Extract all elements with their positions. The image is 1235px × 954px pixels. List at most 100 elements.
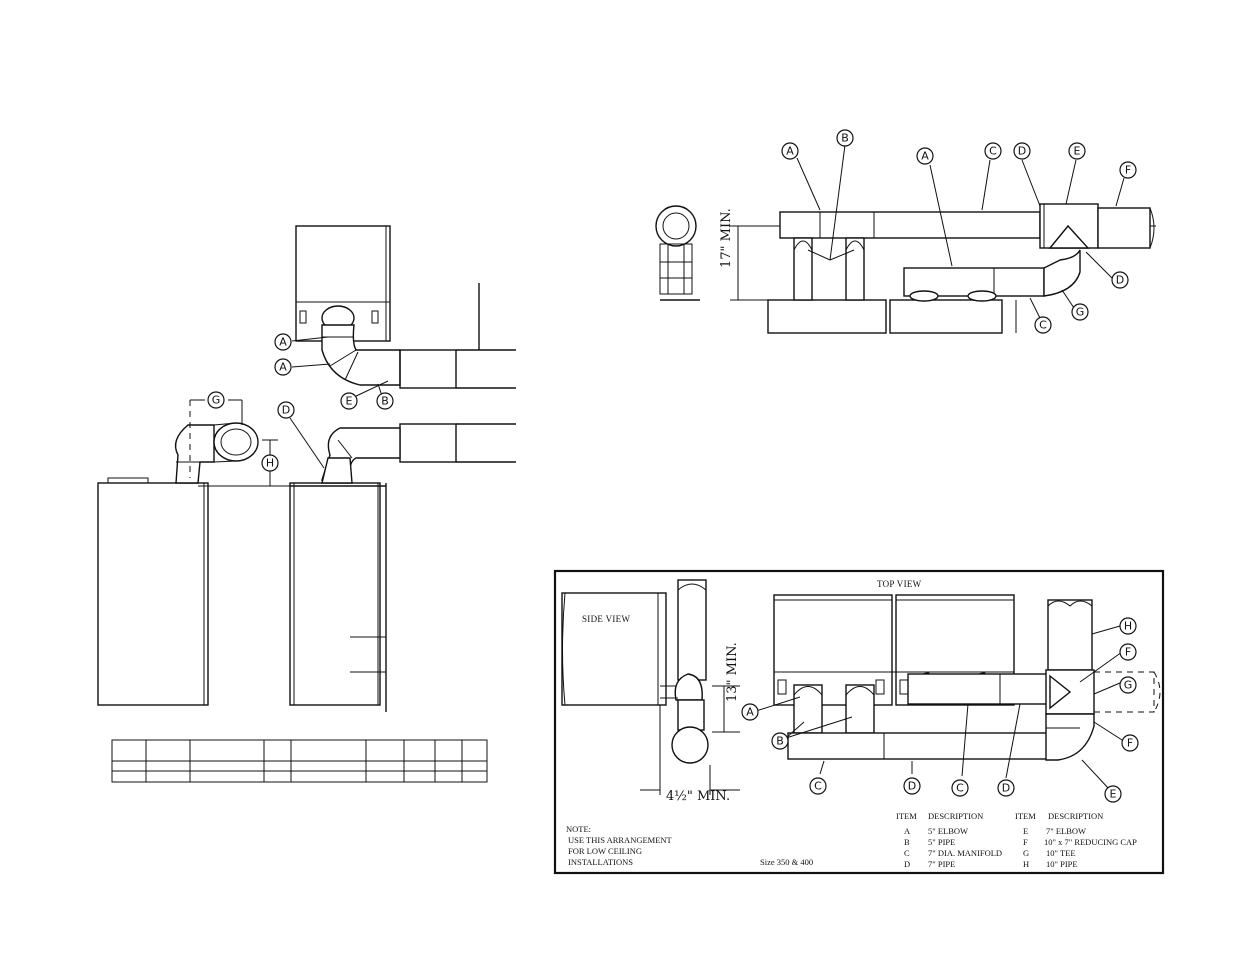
callout-lr-e: E: [1104, 785, 1122, 803]
pipe-h: [1047, 599, 1093, 671]
lower-right-callouts: A B C D C D E F F G H: [741, 617, 1139, 803]
parts-row-item: D: [904, 859, 910, 869]
upper-manifold-pipe: [779, 211, 1041, 239]
svg-text:F: F: [1125, 646, 1131, 659]
parts-header-desc-1: DESCRIPTION: [928, 811, 983, 821]
svg-text:D: D: [1002, 782, 1010, 795]
callout-left-e: E: [340, 392, 358, 410]
side-view-heater: [561, 592, 667, 706]
callout-ur-c2: C: [1034, 316, 1052, 334]
callout-lr-g: G: [1119, 676, 1137, 694]
svg-text:A: A: [921, 150, 929, 163]
upper-right-callouts: A B A C D E F D G C: [781, 129, 1137, 334]
svg-text:INSTALLATIONS: INSTALLATIONS: [568, 857, 633, 867]
parts-header-desc-2: DESCRIPTION: [1048, 811, 1103, 821]
parts-row-item: F: [1023, 837, 1028, 847]
svg-text:G: G: [1124, 679, 1133, 692]
callout-ur-g: G: [1071, 303, 1089, 321]
upper-right-assembly: [655, 144, 1160, 334]
dim-17-min: 17" MIN.: [719, 208, 734, 268]
parts-row-item: C: [904, 848, 910, 858]
svg-text:E: E: [1074, 145, 1081, 158]
low-ceiling-note: NOTE: USE THIS ARRANGEMENT FOR LOW CEILI…: [566, 824, 673, 867]
parts-header-item-2: ITEM: [1015, 811, 1036, 821]
svg-text:F: F: [1127, 737, 1133, 750]
lower-manifold: [787, 732, 1059, 760]
parts-row-item: E: [1023, 826, 1028, 836]
left-spec-table: [111, 739, 488, 783]
callout-left-a2: A: [274, 358, 292, 376]
callout-ur-f: F: [1119, 161, 1137, 179]
svg-text:USE THIS ARRANGEMENT: USE THIS ARRANGEMENT: [568, 835, 673, 845]
callout-ur-c: C: [984, 142, 1002, 160]
svg-text:E: E: [346, 395, 353, 408]
callout-lr-c2: C: [951, 779, 969, 797]
parts-row-desc: 7" PIPE: [928, 859, 955, 869]
svg-text:G: G: [212, 394, 221, 407]
top-view-title: TOP VIEW: [877, 579, 922, 589]
callout-left-g: G: [207, 391, 225, 409]
parts-row-desc: 5" PIPE: [928, 837, 955, 847]
callout-lr-a: A: [741, 703, 759, 721]
parts-header-item-1: ITEM: [896, 811, 917, 821]
callout-ur-d2: D: [1111, 271, 1129, 289]
callout-lr-d: D: [903, 777, 921, 795]
callout-ur-d: D: [1013, 142, 1031, 160]
svg-text:C: C: [1039, 319, 1047, 332]
callout-lr-b: B: [771, 732, 789, 750]
svg-text:C: C: [956, 782, 964, 795]
svg-text:B: B: [776, 735, 784, 748]
parts-row-desc: 7" ELBOW: [1046, 826, 1086, 836]
svg-text:H: H: [266, 457, 274, 470]
svg-text:C: C: [989, 145, 997, 158]
svg-text:B: B: [381, 395, 389, 408]
svg-text:NOTE:: NOTE:: [566, 824, 591, 834]
callout-left-b: B: [376, 392, 394, 410]
parts-row-desc: 10" x 7" REDUCING CAP: [1044, 837, 1137, 847]
callout-left-a1: A: [274, 333, 292, 351]
elbow-a: [321, 324, 401, 386]
callout-lr-f: F: [1119, 643, 1137, 661]
svg-text:D: D: [282, 404, 290, 417]
dim-13-min: 13" MIN.: [725, 642, 740, 702]
svg-text:D: D: [908, 780, 916, 793]
callout-left-h: H: [261, 454, 279, 472]
left-assembly: [97, 225, 516, 783]
top-view-heater-left: [773, 594, 893, 706]
lower-frame: [553, 569, 1165, 875]
callout-ur-e: E: [1068, 142, 1086, 160]
parts-row-item: B: [904, 837, 910, 847]
svg-text:B: B: [841, 132, 849, 145]
side-view-title: SIDE VIEW: [582, 614, 630, 624]
callout-lr-h: H: [1119, 617, 1137, 635]
svg-text:G: G: [1076, 306, 1085, 319]
parts-row-desc: 10" TEE: [1046, 848, 1076, 858]
size-label: Size 350 & 400: [760, 857, 813, 867]
callout-lr-c: C: [809, 777, 827, 795]
callout-left-d: D: [277, 401, 295, 419]
svg-text:A: A: [279, 336, 287, 349]
svg-text:FOR LOW CEILING: FOR LOW CEILING: [568, 846, 642, 856]
parts-row-desc: 5" ELBOW: [928, 826, 968, 836]
top-view-heater-right: [895, 594, 1015, 706]
svg-text:H: H: [1124, 620, 1132, 633]
manifold-box-lower: [399, 423, 457, 463]
left-callouts: A A E B G H D: [207, 333, 394, 472]
side-profile-pipe: [655, 205, 697, 247]
parts-table: ITEM DESCRIPTION ITEM DESCRIPTION A 5" E…: [896, 811, 1137, 869]
left-vent-elbow: [174, 424, 215, 484]
svg-text:D: D: [1116, 274, 1124, 287]
parts-row-item: A: [904, 826, 911, 836]
svg-text:F: F: [1125, 164, 1131, 177]
callout-ur-b: B: [836, 129, 854, 147]
svg-text:A: A: [279, 361, 287, 374]
svg-text:A: A: [786, 145, 794, 158]
svg-text:A: A: [746, 706, 754, 719]
callout-lr-f2: F: [1121, 734, 1139, 752]
svg-text:C: C: [814, 780, 822, 793]
manifold-box: [399, 349, 457, 389]
heater-left: [97, 482, 209, 706]
svg-text:E: E: [1110, 788, 1117, 801]
lower-right-assembly: [553, 569, 1165, 875]
